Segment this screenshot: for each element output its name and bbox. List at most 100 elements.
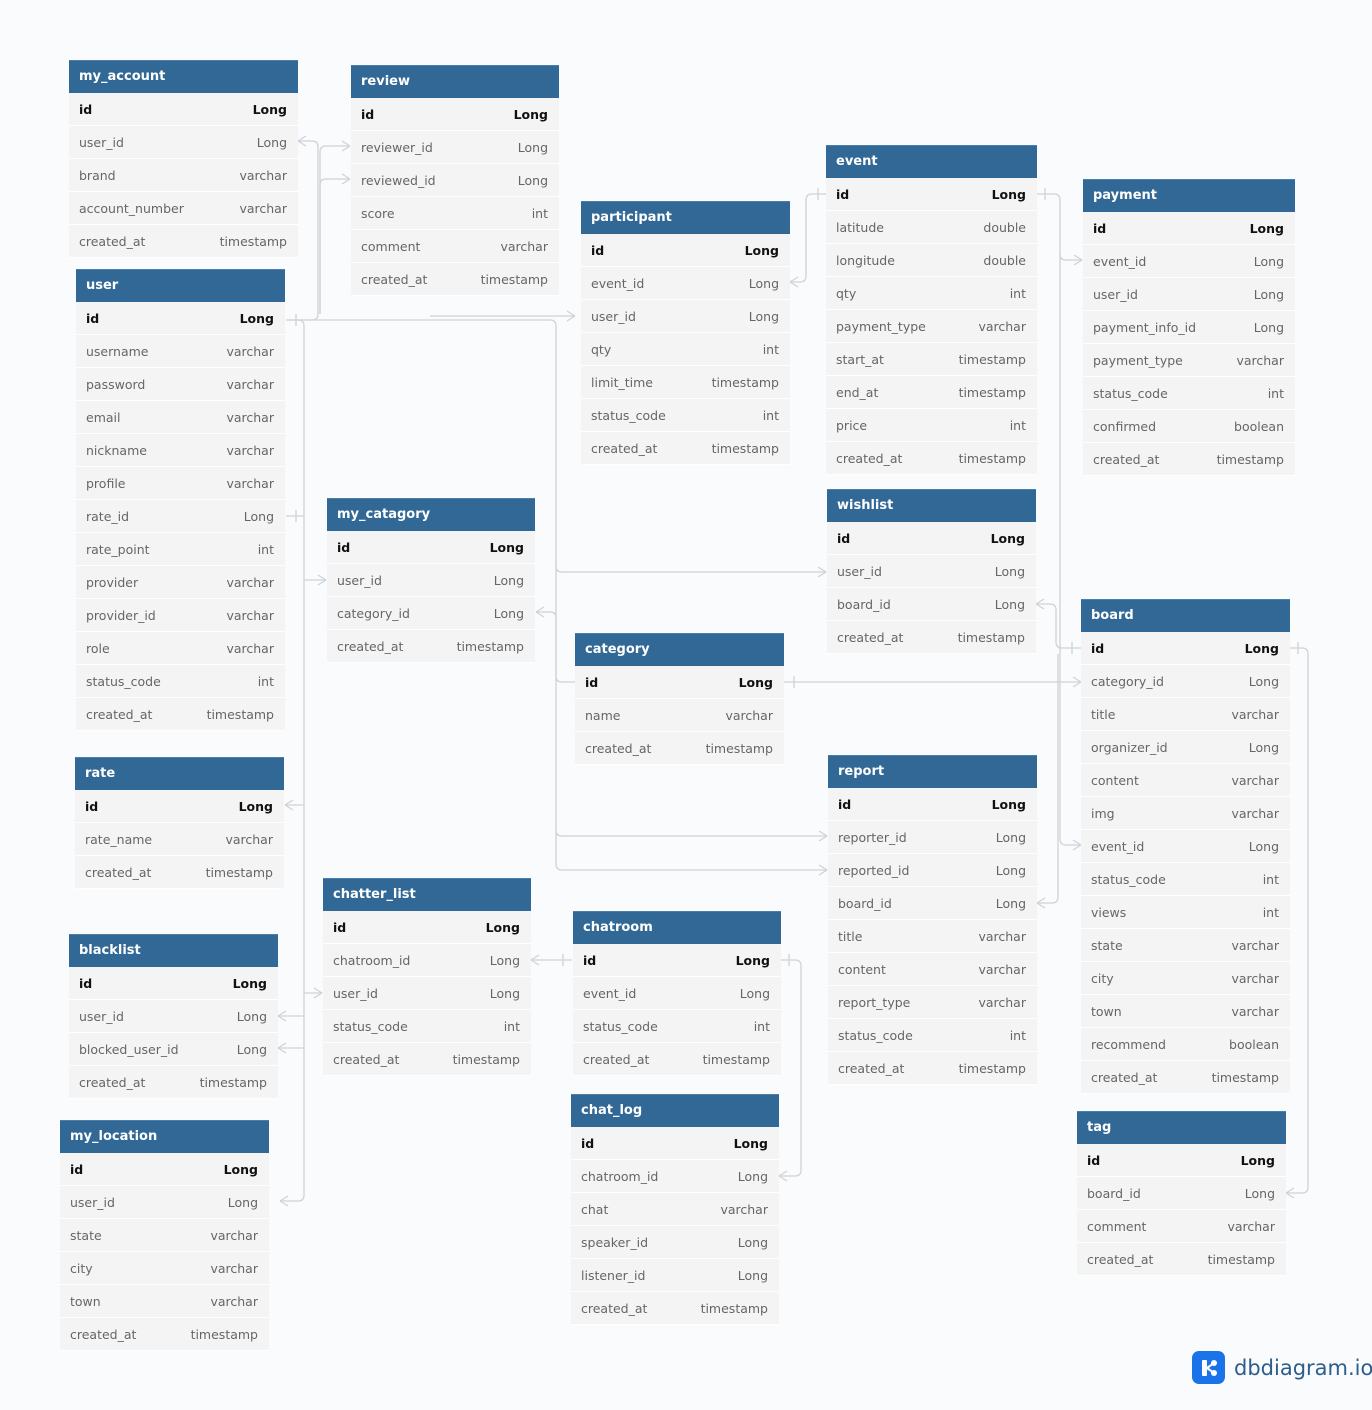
table-title[interactable]: wishlist [827, 489, 1036, 522]
table-title[interactable]: payment [1083, 179, 1295, 212]
table-title[interactable]: board [1081, 599, 1290, 632]
table-title[interactable]: blacklist [69, 934, 278, 967]
table-title[interactable]: user [76, 269, 285, 302]
table-title[interactable]: category [575, 633, 784, 666]
table-title[interactable]: my_catagory [327, 498, 535, 531]
table-title[interactable]: chat_log [571, 1094, 779, 1127]
table-title[interactable]: my_account [69, 60, 298, 93]
dbdiagram-brand[interactable]: dbdiagram.io [1192, 1351, 1372, 1384]
table-title[interactable]: chatroom [573, 911, 781, 944]
table-title[interactable]: rate [75, 757, 284, 790]
table-title[interactable]: event [826, 145, 1037, 178]
table-title[interactable]: tag [1077, 1111, 1286, 1144]
